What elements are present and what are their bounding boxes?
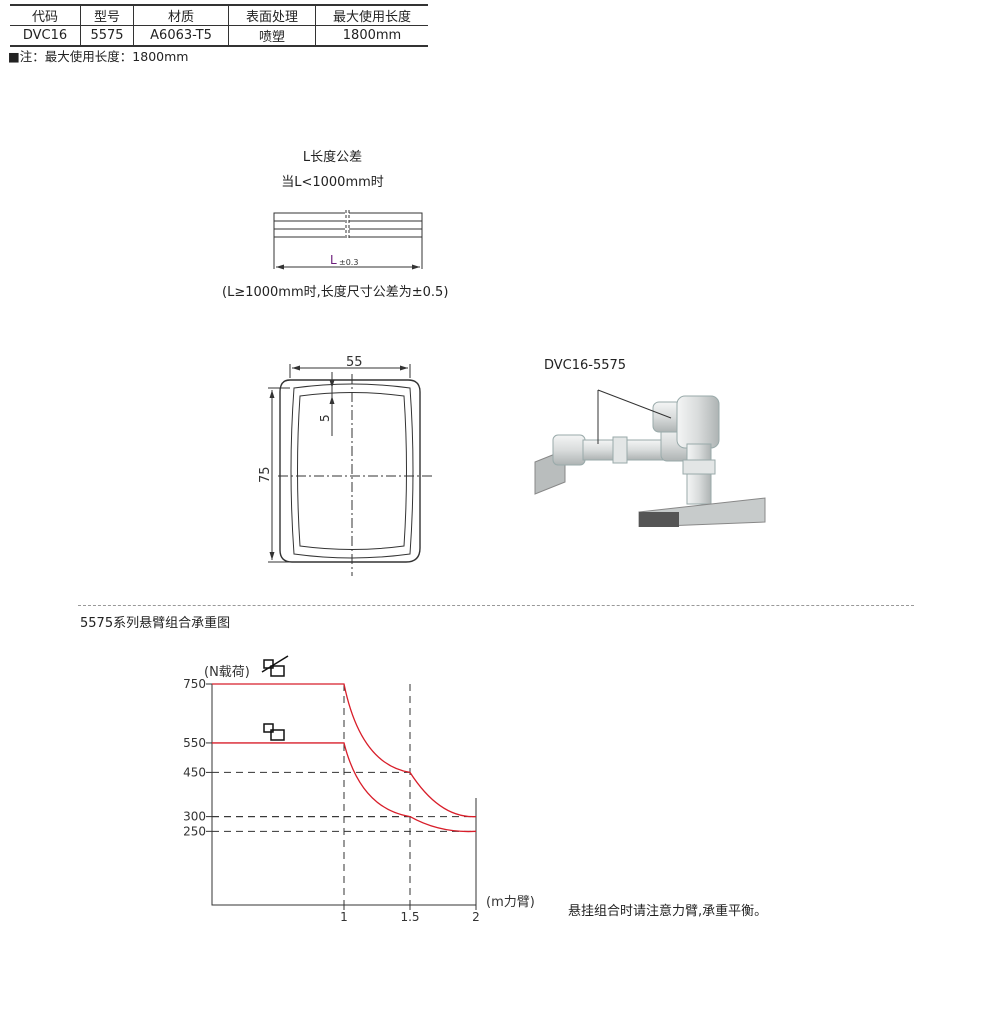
cell-material: A6063-T5	[133, 25, 229, 46]
load-icon	[263, 723, 285, 741]
length-note: ■注：最大使用长度：1800mm	[8, 49, 189, 64]
wall-dim-label: 5	[318, 414, 332, 422]
cell-code: DVC16	[10, 25, 81, 46]
header-max-length: 最大使用长度	[315, 5, 428, 26]
header-code: 代码	[10, 5, 81, 26]
y-axis-label: (N载荷)	[204, 665, 250, 680]
no-load-icon	[261, 655, 289, 677]
y-tick-label: 550	[183, 736, 206, 750]
dim-l-tolerance: ±0.3	[339, 258, 358, 267]
load-curve	[212, 742, 477, 833]
product-label: DVC16-5575	[544, 358, 627, 373]
y-tick-label: 250	[183, 824, 206, 838]
header-surface: 表面处理	[228, 5, 316, 26]
width-dim-label: 55	[346, 355, 363, 370]
header-model: 型号	[80, 5, 134, 26]
tolerance-footnote: (L≥1000mm时,长度尺寸公差为±0.5)	[222, 285, 449, 300]
spec-table-header: 代码 型号 材质 表面处理 最大使用长度	[10, 5, 428, 26]
table-row: DVC16 5575 A6063-T5 喷塑 1800mm	[10, 25, 428, 46]
product-image	[534, 389, 766, 527]
cell-surface: 喷塑	[228, 25, 316, 46]
y-tick-label: 450	[183, 765, 206, 779]
y-tick-label: 300	[183, 810, 206, 824]
dim-l-label: L	[330, 253, 337, 267]
section-divider	[78, 605, 914, 606]
load-curve	[212, 683, 477, 818]
section-title: 5575系列悬臂组合承重图	[80, 616, 231, 631]
x-axis-label: (m力臂)	[486, 895, 535, 910]
header-material: 材质	[133, 5, 229, 26]
spec-table: 代码 型号 材质 表面处理 最大使用长度 DVC16 5575 A6063-T5…	[10, 4, 428, 47]
profile-cross-section: 55 75 5	[258, 355, 432, 576]
y-tick-label: 750	[183, 677, 206, 691]
height-dim-label: 75	[258, 466, 273, 483]
cell-max-length: 1800mm	[315, 25, 428, 46]
chart-note: 悬挂组合时请注意力臂,承重平衡。	[568, 904, 768, 919]
x-tick-label: 2	[472, 910, 480, 924]
x-tick-label: 1	[340, 910, 348, 924]
tolerance-title: L长度公差	[302, 150, 363, 165]
cell-model: 5575	[80, 25, 134, 46]
length-tolerance-drawing: L ±0.3	[273, 210, 423, 270]
tolerance-subtitle: 当L<1000mm时	[281, 175, 384, 190]
x-tick-label: 1.5	[400, 910, 419, 924]
